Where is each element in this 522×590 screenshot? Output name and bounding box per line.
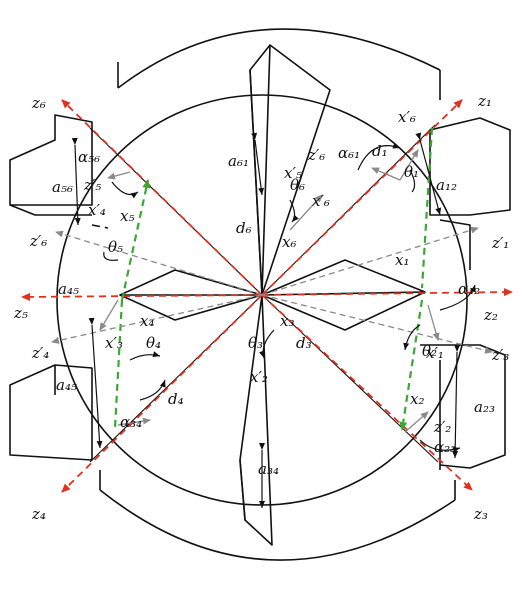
link-dimensions xyxy=(71,132,461,508)
label-x2p: x′₂ xyxy=(250,368,268,386)
label-a45: a₄₅ xyxy=(56,376,77,394)
z4-axis xyxy=(61,294,263,493)
label-z3: z₃ xyxy=(473,505,488,523)
label-x3p: x′₃ xyxy=(105,334,123,352)
label-x6p-b: x′₆ xyxy=(312,192,330,210)
alpha23-arc xyxy=(419,439,461,453)
label-x6: x₆ xyxy=(282,233,296,251)
labels: z₁ z₂ z₃ z₄ z₅ z₆ x₁ x₂ x₃ x₄ x₅ x₆ x′₁ … xyxy=(13,92,509,523)
label-z1p: z′₁ xyxy=(491,234,509,252)
label-theta3: θ₃ xyxy=(248,334,263,352)
label-theta4: θ₄ xyxy=(146,334,161,352)
label-theta2: θ₂ xyxy=(422,342,437,360)
label-x1p: x′₁ xyxy=(426,344,444,362)
label-theta6: θ₆ xyxy=(290,176,305,194)
label-d4: d₄ xyxy=(168,390,184,408)
label-alpha12: α₁₂ xyxy=(458,280,480,298)
label-x4p: x′₄ xyxy=(88,201,106,219)
label-z4p: z′₄ xyxy=(31,344,49,362)
a61-dimension xyxy=(251,132,265,196)
label-a23: a₂₃ xyxy=(474,398,495,416)
label-x4: x₄ xyxy=(140,312,154,330)
aux-axes xyxy=(51,149,493,433)
alpha56-arc xyxy=(111,181,139,199)
a12-dimension xyxy=(415,132,442,216)
x4-normal xyxy=(113,299,124,429)
label-z6p-b: z′₆ xyxy=(307,146,325,164)
theta4-arc xyxy=(129,351,161,361)
label-x3: x₃ xyxy=(280,312,294,330)
label-z4: z₄ xyxy=(31,505,46,523)
label-a56: a₅₆ xyxy=(52,178,73,196)
label-alpha61: α₆₁ xyxy=(338,144,360,162)
label-x5: x₅ xyxy=(120,207,134,225)
alpha12-arc xyxy=(439,284,476,311)
label-alpha34: α₃₄ xyxy=(120,413,142,431)
x2-normal xyxy=(399,299,424,431)
label-z5: z₅ xyxy=(13,304,28,322)
label-z5p: z′₅ xyxy=(83,176,101,194)
z1p-axis xyxy=(261,226,479,296)
z6p-axis xyxy=(55,230,263,296)
label-theta1: θ₁ xyxy=(404,163,419,181)
label-x1: x₁ xyxy=(395,251,409,269)
theta2-arc xyxy=(403,324,421,351)
label-a45-b: a₄₅ xyxy=(58,280,79,298)
label-a12: a₁₂ xyxy=(436,176,457,194)
theta1-arc xyxy=(409,169,416,193)
label-z1: z₁ xyxy=(477,92,492,110)
label-z6p: z′₆ xyxy=(29,232,47,250)
label-z6: z₆ xyxy=(31,94,46,112)
z4p-axis xyxy=(51,294,263,344)
label-d3: d₃ xyxy=(296,334,312,352)
label-z2p: z′₂ xyxy=(433,418,451,436)
theta5-arc xyxy=(103,251,119,261)
z6-axis xyxy=(61,99,263,296)
label-x5p: x′₅ xyxy=(284,164,302,182)
label-d6: d₆ xyxy=(236,219,252,237)
alpha34-arc xyxy=(139,379,166,401)
label-alpha23: α₂₃ xyxy=(434,438,456,456)
outer-frame xyxy=(56,28,468,561)
angle-arcs xyxy=(103,142,476,453)
x5-normal xyxy=(120,179,151,301)
label-a61: a₆₁ xyxy=(228,152,249,170)
label-theta5: θ₅ xyxy=(108,238,123,256)
z5-axis xyxy=(21,292,263,301)
a56-dimension xyxy=(71,137,81,226)
label-z3p: z′₃ xyxy=(491,346,509,364)
theta3-arc xyxy=(259,329,275,359)
a45-dimension xyxy=(88,317,103,449)
a23-dimension xyxy=(452,344,461,459)
label-alpha56: α₅₆ xyxy=(78,148,100,166)
label-a34: a₃₄ xyxy=(258,460,279,478)
label-x2: x₂ xyxy=(410,390,424,408)
alpha61-arc xyxy=(357,142,401,171)
label-x6p: x′₆ xyxy=(398,108,416,126)
label-d1: d₁ xyxy=(372,142,388,160)
label-z2: z₂ xyxy=(483,306,498,324)
theta6-arc xyxy=(289,199,299,223)
